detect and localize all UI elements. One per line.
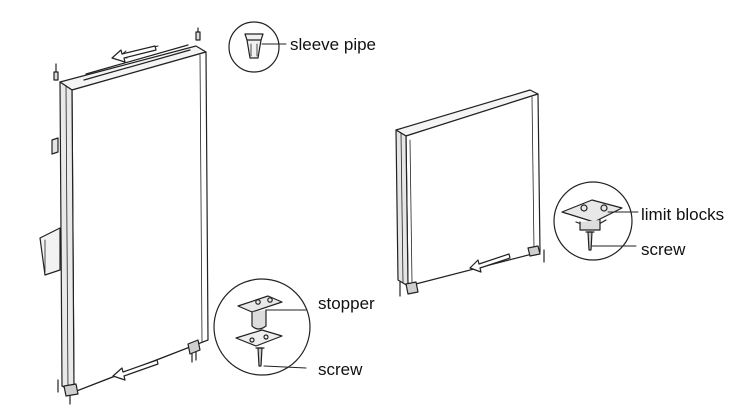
stopper-label: stopper xyxy=(318,294,375,313)
move-arrow-short xyxy=(469,253,511,273)
sleeve-pipe-callout xyxy=(228,21,287,73)
short-door-hinge-left xyxy=(399,281,419,297)
screw-label-left: screw xyxy=(318,360,363,379)
sleeve-pipe-label: sleeve pipe xyxy=(290,35,377,54)
short-door-hinge-right xyxy=(527,245,545,263)
left-top-pin xyxy=(53,63,59,81)
bottom-hinge-right xyxy=(187,339,201,363)
move-arrow-bottom xyxy=(112,359,159,381)
bottom-hinge-left xyxy=(57,379,79,405)
stopper-screw-callout xyxy=(213,278,311,376)
short-door xyxy=(395,89,541,287)
screw-label-right: screw xyxy=(641,240,686,259)
top-hinge-pin xyxy=(195,27,201,41)
limit-blocks-callout xyxy=(553,181,639,261)
tall-door xyxy=(39,44,209,393)
move-arrow-top xyxy=(111,45,159,63)
limit-blocks-label: limit blocks xyxy=(641,205,725,224)
